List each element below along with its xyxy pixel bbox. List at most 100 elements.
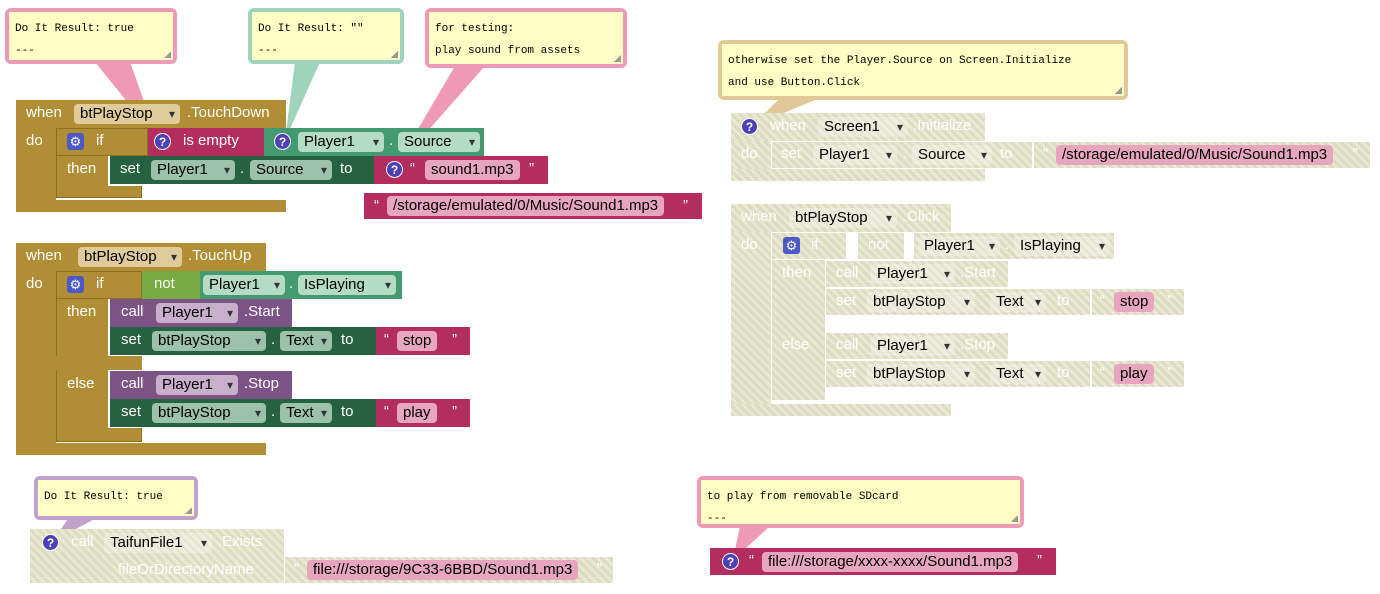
text-value[interactable]: file:///storage/9C33-6BBD/Sound1.mp3 (307, 560, 579, 580)
help-question-icon[interactable]: ? (386, 161, 403, 178)
component-dropdown[interactable]: Player1 (156, 375, 238, 395)
else-keyword: else (67, 375, 95, 392)
text-value[interactable]: file:///storage/xxxx-xxxx/Sound1.mp3 (762, 552, 1019, 572)
quote-open: “ (1043, 145, 1048, 162)
resize-grip-icon[interactable] (1115, 87, 1122, 94)
otherwise-comment[interactable]: otherwise set the Player.Source on Scree… (718, 40, 1128, 100)
mutator-gear-icon[interactable]: ⚙ (783, 237, 800, 254)
comment-line: --- (707, 513, 727, 525)
dot-separator: . (271, 331, 276, 348)
not-block[interactable] (857, 232, 905, 260)
quote-close: ” (452, 331, 457, 348)
comment-line: otherwise set the Player.Source on Scree… (728, 55, 1072, 67)
not-keyword: not (868, 236, 889, 253)
text-value[interactable]: stop (397, 331, 438, 351)
not-block[interactable] (142, 271, 200, 299)
comment-line: Do It Result: true (44, 491, 163, 503)
help-question-icon[interactable]: ? (154, 133, 171, 150)
testing-comment[interactable]: for testing:play sound from assets (425, 8, 627, 68)
component-dropdown[interactable]: Player1 (156, 303, 238, 323)
quote-open: “ (374, 197, 379, 214)
to-keyword: to (341, 403, 354, 420)
help-question-icon[interactable]: ? (274, 133, 291, 150)
call-keyword: call (121, 375, 144, 392)
when-keyword: when (26, 104, 62, 121)
mutator-gear-icon[interactable]: ⚙ (67, 133, 84, 150)
property-dropdown[interactable]: IsPlaying (1014, 236, 1110, 256)
quote-close: ” (1353, 145, 1358, 162)
component-dropdown[interactable]: btPlayStop (78, 247, 182, 267)
text-value[interactable]: /storage/emulated/0/Music/Sound1.mp3 (1056, 145, 1334, 165)
setter-block[interactable] (771, 141, 1033, 169)
mutator-gear-icon[interactable]: ⚙ (67, 276, 84, 293)
set-keyword: set (836, 364, 857, 381)
set-keyword: set (781, 145, 802, 162)
then-keyword: then (782, 264, 812, 281)
text-value[interactable]: play (397, 403, 437, 423)
call-keyword: call (836, 264, 859, 281)
do-keyword: do (26, 132, 43, 149)
doit-result-comment-2[interactable]: Do It Result: ""--- (248, 8, 404, 64)
when-keyword: when (770, 117, 806, 134)
event-name: .Initialize (913, 117, 972, 134)
property-dropdown[interactable]: Text (990, 292, 1046, 312)
help-question-icon[interactable]: ? (741, 118, 758, 135)
doit-result-comment-1[interactable]: Do It Result: true--- (5, 8, 177, 64)
resize-grip-icon[interactable] (185, 507, 192, 514)
component-dropdown[interactable]: Player1 (813, 145, 897, 165)
component-dropdown[interactable]: btPlayStop (789, 208, 897, 228)
quote-close: ” (1037, 552, 1042, 569)
component-dropdown[interactable]: Screen1 (818, 117, 908, 137)
quote-close: ” (1167, 364, 1172, 381)
component-dropdown[interactable]: btPlayStop (74, 104, 180, 124)
quote-close: ” (597, 560, 602, 577)
when-keyword: when (26, 247, 62, 264)
component-dropdown[interactable]: TaifunFile1 (104, 533, 212, 553)
comment-line: and use Button.Click (728, 77, 861, 89)
component-dropdown[interactable]: Player1 (151, 160, 235, 180)
text-value[interactable]: sound1.mp3 (425, 160, 520, 180)
to-keyword: to (1057, 364, 1070, 381)
quote-open: “ (294, 560, 299, 577)
property-dropdown[interactable]: IsPlaying (298, 275, 396, 295)
property-dropdown[interactable]: Text (280, 331, 332, 351)
property-dropdown[interactable]: Text (280, 403, 332, 423)
help-question-icon[interactable]: ? (42, 534, 59, 551)
is-empty-keyword: is empty (183, 132, 239, 149)
comment-line: --- (258, 45, 278, 57)
sdcard-comment[interactable]: to play from removable SDcard--- (697, 476, 1024, 528)
text-value[interactable]: /storage/emulated/0/Music/Sound1.mp3 (387, 196, 665, 216)
resize-grip-icon[interactable] (614, 55, 621, 62)
comment-line: for testing: (435, 23, 515, 35)
call-keyword: call (121, 303, 144, 320)
quote-open: “ (384, 331, 389, 348)
component-dropdown[interactable]: Player1 (871, 264, 955, 284)
quote-close: ” (452, 403, 457, 420)
help-question-icon[interactable]: ? (722, 553, 739, 570)
parameter-label: fileOrDirectoryName (118, 561, 254, 578)
component-dropdown[interactable]: Player1 (871, 336, 955, 356)
event-name: .TouchDown (187, 104, 270, 121)
resize-grip-icon[interactable] (1011, 515, 1018, 522)
not-keyword: not (154, 275, 175, 292)
property-dropdown[interactable]: Text (990, 364, 1046, 384)
component-dropdown[interactable]: btPlayStop (152, 331, 266, 351)
component-dropdown[interactable]: Player1 (298, 132, 384, 152)
text-value[interactable]: play (1114, 364, 1154, 384)
component-dropdown[interactable]: btPlayStop (867, 292, 975, 312)
doit-result-comment-3[interactable]: Do It Result: true (34, 476, 198, 520)
event-name: .TouchUp (188, 247, 252, 264)
resize-grip-icon[interactable] (391, 51, 398, 58)
method-name: .Start (960, 264, 996, 281)
property-dropdown[interactable]: Source (250, 160, 332, 180)
property-dropdown[interactable]: Source (398, 132, 480, 152)
do-keyword: do (741, 236, 758, 253)
text-value[interactable]: stop (1114, 292, 1155, 312)
property-dropdown[interactable]: Source (912, 145, 992, 165)
component-dropdown[interactable]: Player1 (203, 275, 285, 295)
component-dropdown[interactable]: btPlayStop (867, 364, 975, 384)
component-dropdown[interactable]: btPlayStop (152, 403, 266, 423)
component-dropdown[interactable]: Player1 (918, 236, 1000, 256)
resize-grip-icon[interactable] (164, 51, 171, 58)
comment-line: --- (15, 45, 35, 57)
